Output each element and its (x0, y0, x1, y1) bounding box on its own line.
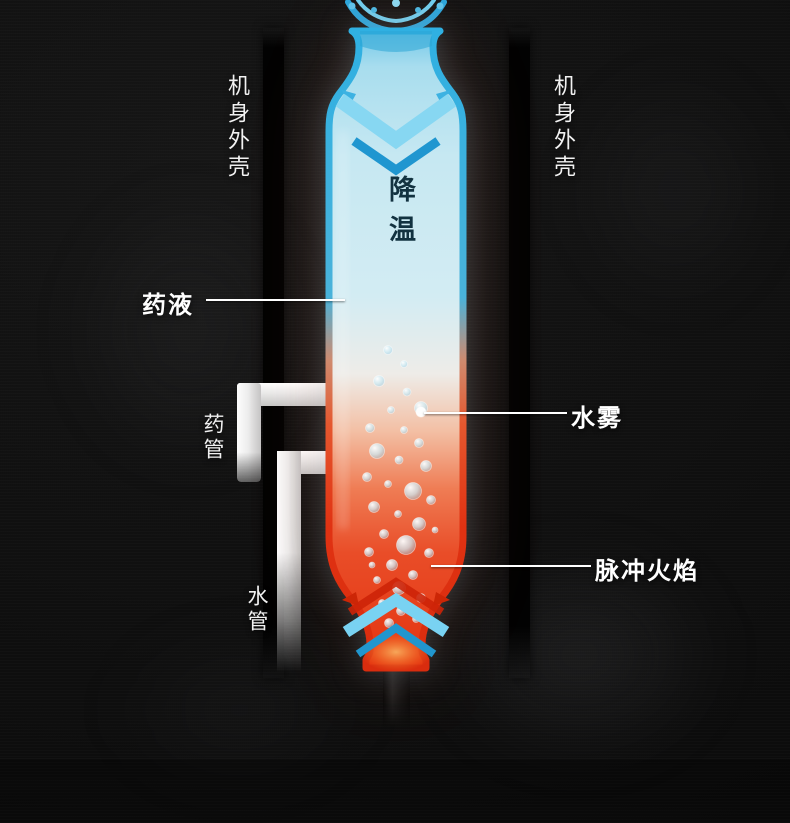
pulse-flame-arrows (342, 577, 450, 672)
tube-body (325, 27, 467, 672)
pointer-line-medicine-liquid (206, 299, 345, 301)
medicine-pipe-vertical (237, 383, 261, 482)
label-water-mist: 水雾 (571, 405, 623, 432)
water-pipe-vertical (277, 451, 301, 677)
label-machine-shell-right: 机身外壳 (551, 74, 576, 182)
machine-shell-bar-right (509, 28, 530, 678)
tube-mouth-water (360, 31, 432, 52)
label-cooling: 降温 (385, 175, 415, 255)
label-medicine-liquid: 药液 (142, 292, 194, 319)
pointer-line-pulse-flame (431, 565, 591, 567)
label-machine-shell-left: 机身外壳 (225, 74, 250, 182)
cooling-arrows (335, 90, 457, 176)
water-splash (345, 0, 447, 35)
label-pulse-flame: 脉冲火焰 (595, 558, 699, 585)
pointer-line-water-mist (424, 412, 567, 414)
label-water-pipe: 水管 (245, 585, 268, 635)
label-medicine-pipe: 药管 (201, 413, 224, 463)
tube-inner-highlight (337, 130, 349, 530)
bottom-section-seam (0, 758, 790, 823)
medicine-pipe-horizontal (237, 383, 341, 406)
